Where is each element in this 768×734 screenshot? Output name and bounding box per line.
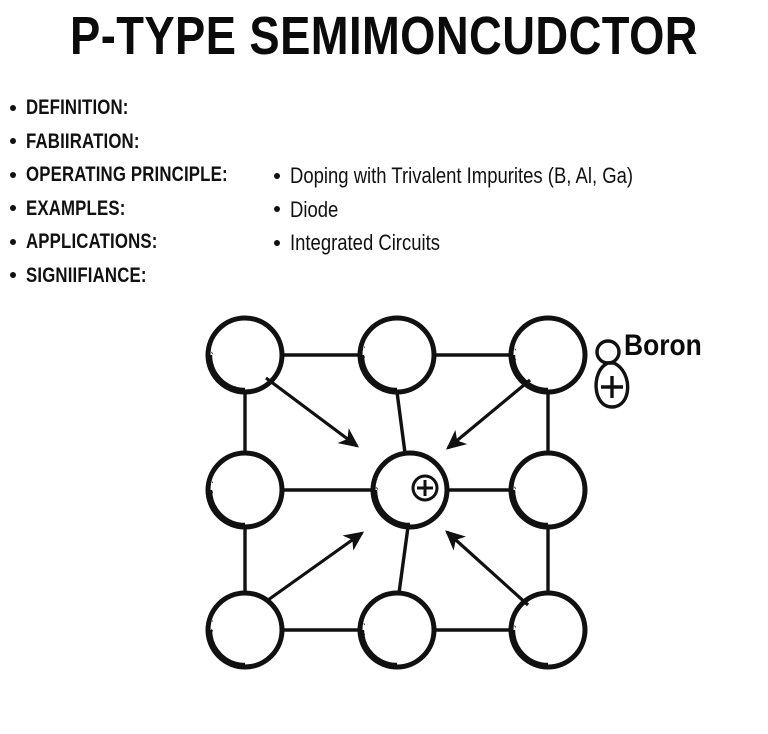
bullet-icon — [10, 205, 16, 212]
boron-positive-charge-icon — [601, 376, 623, 398]
list-item-fabiiration: FABIIRATION: — [10, 125, 278, 159]
bullet-icon — [274, 206, 280, 213]
boron-annotation-label: Boron — [624, 329, 702, 362]
list-item-label: OPERATING PRINCIPLE: — [26, 163, 228, 186]
list-item-label: EXAMPLES: — [26, 196, 126, 220]
list-item-examples: EXAMPLES: — [10, 192, 278, 226]
list-item-label: FABIIRATION: — [26, 129, 140, 153]
bullet-icon — [10, 104, 16, 111]
positive-charge-icon — [411, 474, 439, 502]
bullet-icon — [274, 239, 280, 246]
atom-r3c3 — [508, 590, 588, 670]
arrow-from-bottom-left — [267, 531, 365, 602]
bullet-icon — [10, 272, 16, 279]
lattice-atoms — [205, 315, 588, 670]
bullet-icon — [10, 171, 16, 178]
atom-r2c2-center — [370, 450, 450, 530]
atom-r1c3 — [508, 315, 588, 395]
arrow-from-bottom-right — [445, 530, 530, 607]
bullet-icon — [10, 238, 16, 245]
list-item-signiifiance: SIGNIIFIANCE: — [10, 259, 278, 293]
atom-r2c1 — [205, 450, 285, 530]
lattice-svg — [205, 315, 630, 670]
bond-r2c2-r3c2 — [397, 526, 410, 594]
atom-r3c2 — [357, 590, 437, 670]
crystal-lattice-diagram — [0, 300, 768, 720]
bullet-icon — [274, 172, 280, 179]
list-item-value: Doping with Trivalent Impurites (B, Al, … — [290, 163, 634, 188]
atom-r2c3 — [508, 450, 588, 530]
list-item-value: Diode — [290, 196, 339, 222]
list-item-definition: DEFINITION: — [10, 91, 278, 125]
atom-r1c1 — [205, 315, 285, 395]
list-item-diode: Diode — [274, 193, 698, 227]
list-item-label: SIGNIIFIANCE: — [26, 263, 147, 287]
arrow-from-top-right — [446, 378, 532, 450]
list-item-label: DEFINITION: — [26, 96, 129, 119]
boron-dopant-symbol — [594, 339, 630, 409]
atom-r3c1 — [205, 590, 285, 670]
list-item-label: APPLICATIONS: — [26, 230, 158, 253]
atom-r1c2 — [357, 315, 437, 395]
bond-r1c2-r2c2 — [395, 391, 407, 454]
list-item-value: Integrated Circuits — [290, 230, 440, 255]
lattice-bonds — [243, 353, 550, 632]
bullet-icon — [10, 138, 16, 145]
arrow-from-top-left — [265, 376, 360, 448]
list-item-operating-principle: OPERATING PRINCIPLE: — [10, 158, 278, 192]
hole-circle-icon — [595, 339, 621, 365]
list-item-integrated-circuits: Integrated Circuits — [274, 226, 698, 260]
property-label-list: DEFINITION: FABIIRATION: OPERATING PRINC… — [10, 91, 278, 292]
list-item-doping: Doping with Trivalent Impurites (B, Al, … — [274, 159, 698, 193]
list-item-applications: APPLICATIONS: — [10, 225, 278, 259]
property-value-list: Doping with Trivalent Impurites (B, Al, … — [274, 159, 698, 260]
page-title: P-TYPE SEMIMONCUDCTOR — [70, 6, 698, 66]
hole-arrows — [265, 376, 532, 607]
